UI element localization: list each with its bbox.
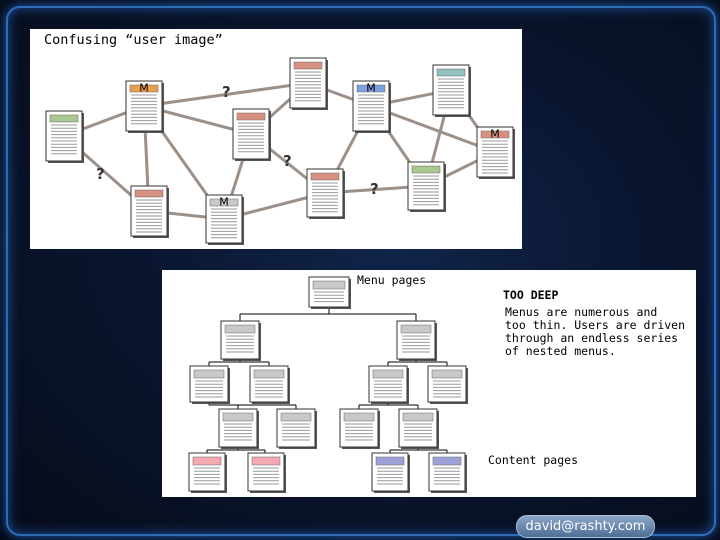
menu-tree-diagram <box>188 276 468 493</box>
menu-pages-label: Menu pages <box>357 273 427 287</box>
menu-page-thumbnail: M <box>352 80 391 133</box>
menu-page-thumbnail: M <box>476 126 515 179</box>
too-deep-heading: TOO DEEP <box>503 288 559 302</box>
menu-letter: M <box>139 82 149 95</box>
menu-page-level2 <box>249 365 290 404</box>
question-mark: ? <box>370 180 379 198</box>
content-page <box>247 452 286 493</box>
link-line <box>143 81 309 108</box>
page-header-bar <box>480 130 510 139</box>
page-header-bar <box>222 412 254 422</box>
page-header-bar <box>236 112 266 121</box>
panel1-title: Confusing “user image” <box>44 32 223 48</box>
menu-letter: M <box>366 82 376 95</box>
page-header-bar <box>209 198 239 207</box>
page-thumbnail <box>232 108 271 161</box>
page-header-bar <box>436 68 466 77</box>
page-header-bar <box>293 61 323 70</box>
too-deep-description: Menus are numerous and too thin. Users a… <box>505 305 686 358</box>
page-header-bar <box>356 84 386 93</box>
content-page <box>371 452 410 493</box>
menu-letter: M <box>219 196 229 209</box>
menu-page-root <box>308 276 351 309</box>
menu-page-level3 <box>218 408 259 449</box>
menu-page-level2 <box>368 365 409 404</box>
content-page <box>428 452 467 493</box>
page-header-bar <box>375 456 405 466</box>
page-header-bar <box>411 165 441 174</box>
menu-page-thumbnail: M <box>205 194 244 245</box>
page-header-bar <box>431 369 463 379</box>
page-header-bar <box>343 412 375 422</box>
page-thumbnail <box>130 185 169 238</box>
menu-page-level2 <box>427 365 468 404</box>
menu-page-level2 <box>189 365 230 404</box>
page-header-bar <box>129 84 159 93</box>
menu-letter: M <box>490 128 500 141</box>
page-header-bar <box>224 324 256 334</box>
page-thumbnail <box>289 57 328 110</box>
page-header-bar <box>280 412 312 422</box>
page-thumbnail <box>407 161 446 212</box>
page-header-bar <box>312 280 346 290</box>
confusing-user-image-panel: Confusing “user image” M M M M???? <box>30 29 522 249</box>
too-deep-panel: Menu pages TOO DEEP Menus are numerous a… <box>162 270 696 497</box>
link-line <box>370 104 496 154</box>
menu-page-level1 <box>396 320 437 361</box>
menu-page-level3 <box>398 408 439 449</box>
page-header-bar <box>253 369 285 379</box>
web-page-graph: M M M M???? <box>45 57 515 245</box>
page-header-bar <box>193 369 225 379</box>
menu-page-level1 <box>220 320 261 361</box>
page-thumbnail <box>45 110 84 163</box>
slide-frame <box>6 6 716 536</box>
menu-page-level3 <box>276 408 317 449</box>
page-header-bar <box>49 114 79 123</box>
question-mark: ? <box>96 165 105 183</box>
page-thumbnail <box>432 64 471 117</box>
page-header-bar <box>432 456 462 466</box>
page-header-bar <box>310 172 340 181</box>
content-pages-label: Content pages <box>488 453 579 467</box>
menu-page-level3 <box>339 408 380 449</box>
menu-page-thumbnail: M <box>125 80 164 133</box>
page-thumbnail <box>306 168 345 219</box>
question-mark: ? <box>283 152 292 170</box>
page-header-bar <box>251 456 281 466</box>
page-header-bar <box>402 412 434 422</box>
page-header-bar <box>134 189 164 198</box>
page-header-bar <box>192 456 222 466</box>
content-page <box>188 452 227 493</box>
page-header-bar <box>372 369 404 379</box>
question-mark: ? <box>222 83 231 101</box>
page-header-bar <box>400 324 432 334</box>
email-badge: david@rashty.com <box>516 515 655 538</box>
